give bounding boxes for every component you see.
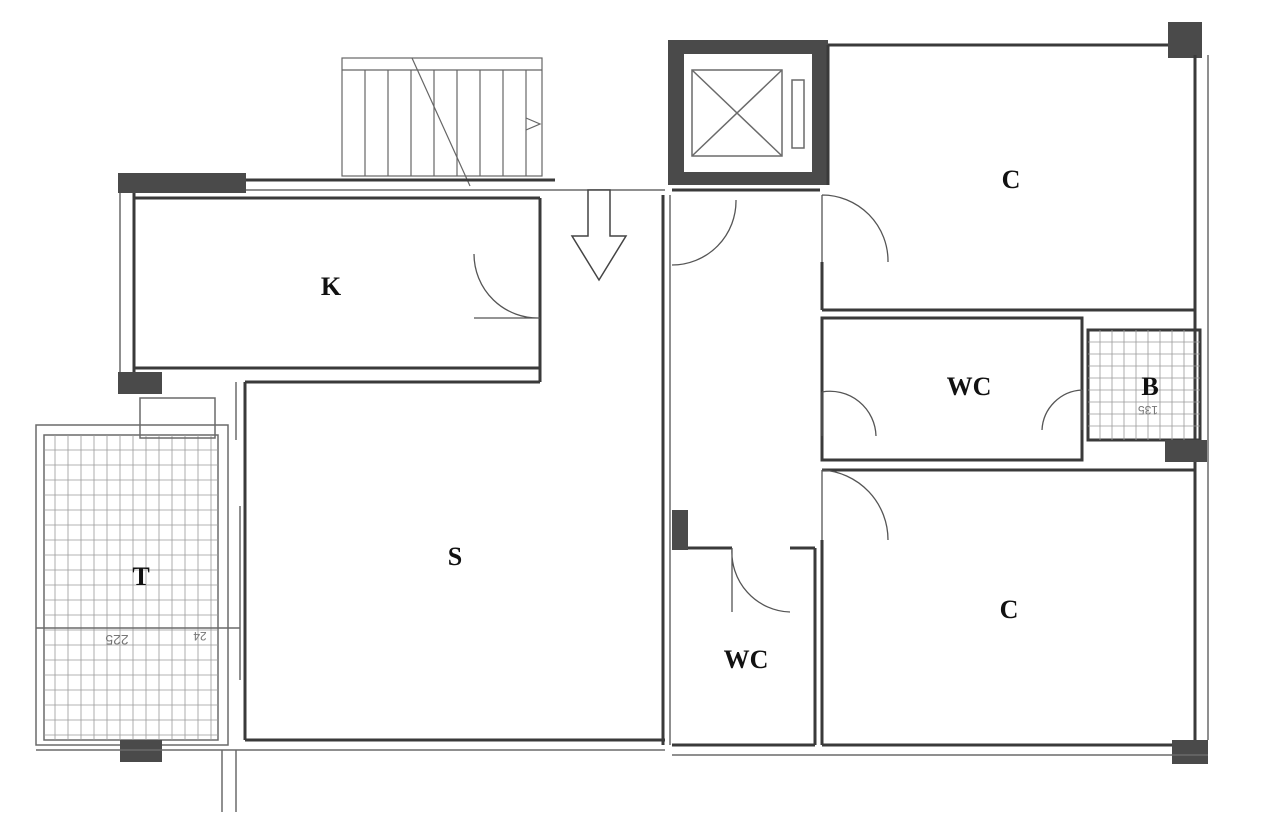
room-label-kitchen: K xyxy=(320,272,342,301)
right-walls xyxy=(671,22,1209,764)
room-label-living: S xyxy=(447,542,463,571)
terrace xyxy=(35,397,240,762)
living-walls xyxy=(36,368,665,812)
terrace-tiles xyxy=(44,435,218,740)
room-label-bedroom-top: C xyxy=(1001,165,1021,194)
entrance-arrow-icon xyxy=(570,189,628,282)
dimension-terrace-side: 24 xyxy=(193,629,207,643)
room-label-wc-left: WC xyxy=(723,645,769,674)
dimension-bathroom: 135 xyxy=(1137,403,1159,417)
room-label-wc-right: WC xyxy=(946,372,992,401)
staircase xyxy=(341,57,543,187)
elevator xyxy=(668,40,828,185)
kitchen-walls xyxy=(118,173,555,394)
bathroom-tiles xyxy=(1088,330,1200,440)
central-partition xyxy=(555,189,671,745)
dimension-terrace-width: 225 xyxy=(105,632,129,648)
room-label-bedroom-bottom: C xyxy=(999,595,1019,624)
room-label-terrace: T xyxy=(132,562,150,591)
room-label-bathroom: B xyxy=(1141,372,1159,401)
